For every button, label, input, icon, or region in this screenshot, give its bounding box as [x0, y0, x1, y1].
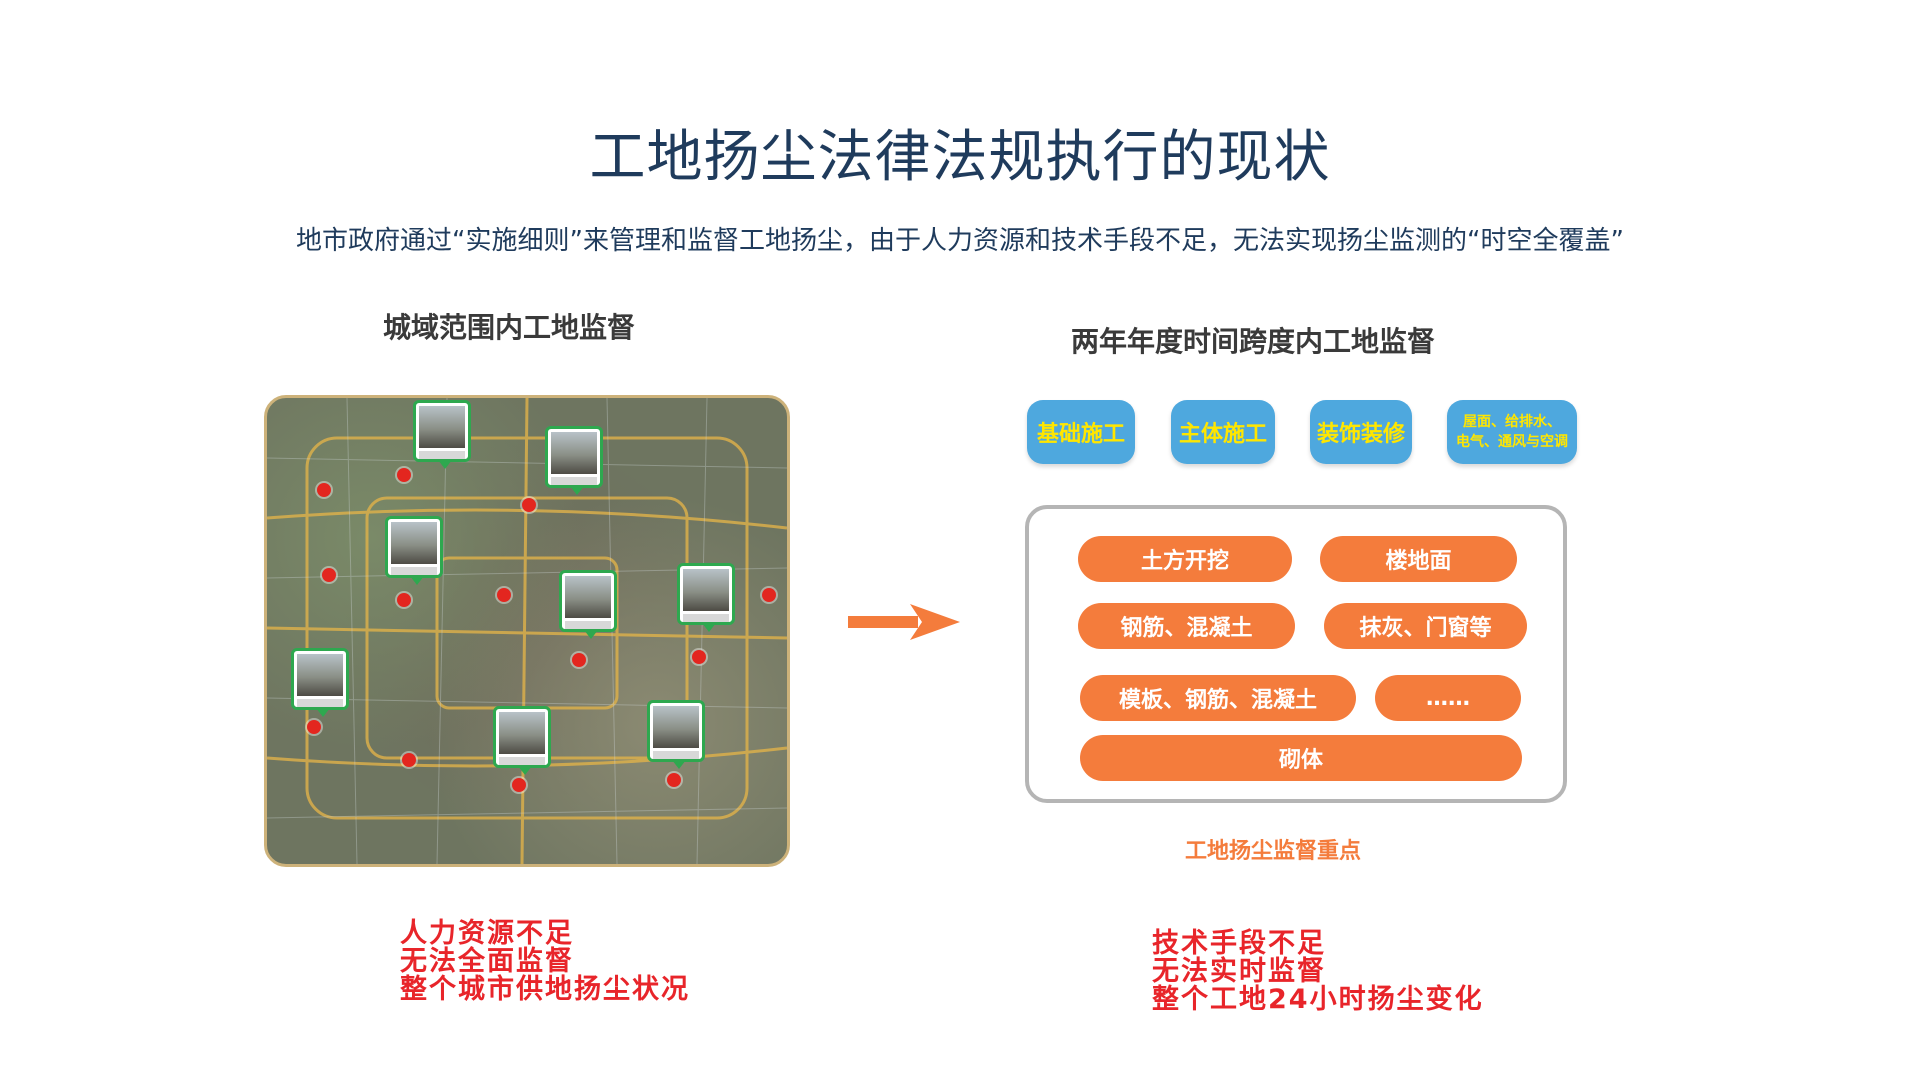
- photo-caption: [551, 477, 597, 485]
- focus-item-ellipsis[interactable]: ……: [1375, 675, 1521, 721]
- site-photo-callout[interactable]: [559, 570, 617, 639]
- site-pin[interactable]: [572, 653, 586, 667]
- site-pin[interactable]: [692, 650, 706, 664]
- site-photo: [653, 706, 699, 748]
- site-pin[interactable]: [667, 773, 681, 787]
- site-photo: [683, 569, 729, 611]
- site-photo-callout[interactable]: [677, 563, 735, 632]
- site-pin[interactable]: [397, 468, 411, 482]
- site-photo-callout[interactable]: [413, 400, 471, 469]
- focus-item-formwork[interactable]: 模板、钢筋、混凝土: [1080, 675, 1356, 721]
- phase-decoration[interactable]: 装饰装修: [1310, 400, 1412, 464]
- site-pin[interactable]: [522, 498, 536, 512]
- city-satellite-map: [264, 395, 790, 867]
- right-panel-heading: 两年年度时间跨度内工地监督: [1071, 325, 1436, 358]
- arrow-right-icon: [848, 604, 960, 640]
- photo-caption: [565, 621, 611, 629]
- site-photo-callout[interactable]: [385, 516, 443, 585]
- site-photo: [551, 432, 597, 474]
- site-pin[interactable]: [307, 720, 321, 734]
- right-panel-note: 技术手段不足 无法实时监督 整个工地24小时扬尘变化: [1152, 930, 1484, 1014]
- left-panel-note: 人力资源不足 无法全面监督 整个城市供地扬尘状况: [400, 920, 690, 1004]
- phase-foundation[interactable]: 基础施工: [1027, 400, 1135, 464]
- site-photo: [499, 712, 545, 754]
- site-pin[interactable]: [402, 753, 416, 767]
- photo-caption: [391, 567, 437, 575]
- photo-caption: [419, 451, 465, 459]
- note-line: 无法全面监督: [400, 946, 574, 977]
- note-line: 整个工地24小时扬尘变化: [1152, 984, 1484, 1015]
- site-photo: [391, 522, 437, 564]
- site-photo-callout[interactable]: [647, 700, 705, 769]
- focus-item-masonry[interactable]: 砌体: [1080, 735, 1522, 781]
- site-pin[interactable]: [317, 483, 331, 497]
- focus-item-earthwork[interactable]: 土方开挖: [1078, 536, 1292, 582]
- site-pin[interactable]: [497, 588, 511, 602]
- focus-caption: 工地扬尘监督重点: [1185, 839, 1362, 864]
- site-photo: [419, 406, 465, 448]
- photo-caption: [683, 614, 729, 622]
- site-photo: [565, 576, 611, 618]
- photo-caption: [653, 751, 699, 759]
- note-line: 人力资源不足: [400, 918, 574, 949]
- site-photo-callout[interactable]: [291, 648, 349, 717]
- page-subtitle: 地市政府通过“实施细则”来管理和监督工地扬尘，由于人力资源和技术手段不足，无法实…: [296, 226, 1624, 256]
- focus-item-rebar-concrete[interactable]: 钢筋、混凝土: [1078, 603, 1295, 649]
- map-road-network: [267, 398, 787, 864]
- dust-focus-container: 土方开挖 楼地面 钢筋、混凝土 抹灰、门窗等 模板、钢筋、混凝土 …… 砌体: [1025, 505, 1567, 803]
- site-pin[interactable]: [322, 568, 336, 582]
- phase-main-structure[interactable]: 主体施工: [1171, 400, 1275, 464]
- site-photo-callout[interactable]: [493, 706, 551, 775]
- site-pin[interactable]: [762, 588, 776, 602]
- focus-item-plaster-doors[interactable]: 抹灰、门窗等: [1324, 603, 1527, 649]
- page-title: 工地扬尘法律法规执行的现状: [589, 125, 1331, 190]
- photo-caption: [297, 699, 343, 707]
- note-line: 整个城市供地扬尘状况: [400, 974, 690, 1005]
- phase-roof-mep[interactable]: 屋面、给排水、 电气、通风与空调: [1447, 400, 1577, 464]
- left-panel-heading: 城域范围内工地监督: [383, 311, 636, 344]
- phase-line: 电气、通风与空调: [1456, 434, 1568, 450]
- phase-line: 屋面、给排水、: [1463, 414, 1561, 430]
- site-photo-callout[interactable]: [545, 426, 603, 495]
- note-line: 技术手段不足: [1152, 928, 1326, 959]
- site-photo: [297, 654, 343, 696]
- photo-caption: [499, 757, 545, 765]
- site-pin[interactable]: [512, 778, 526, 792]
- note-line: 无法实时监督: [1152, 956, 1326, 987]
- site-pin[interactable]: [397, 593, 411, 607]
- focus-item-floor[interactable]: 楼地面: [1320, 536, 1517, 582]
